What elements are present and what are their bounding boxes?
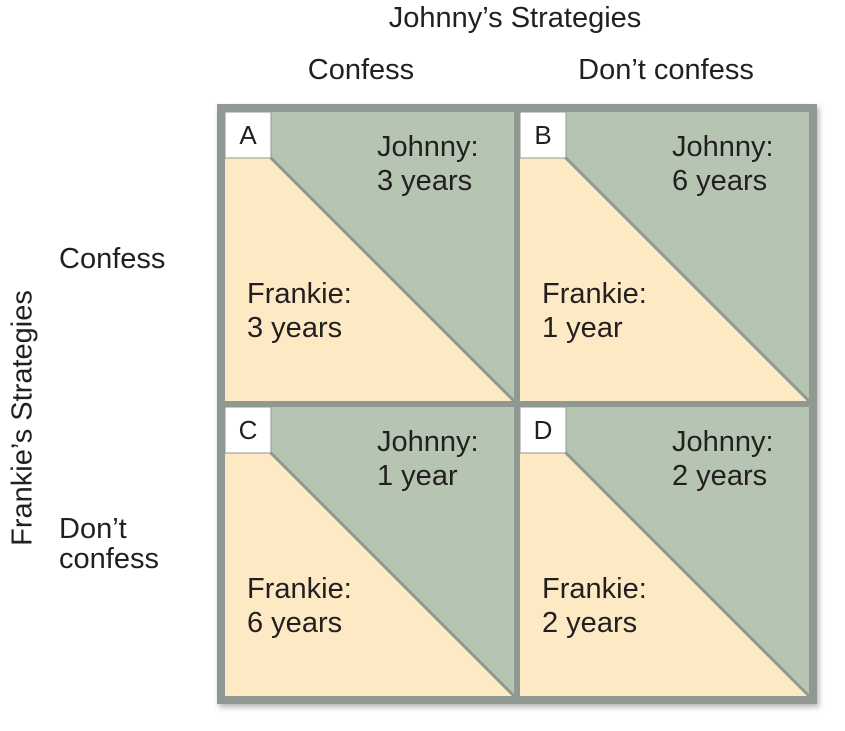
column-player-title: Johnny’s Strategies bbox=[388, 2, 642, 34]
cell-label-c: C bbox=[238, 415, 258, 445]
payoff-matrix-grid bbox=[217, 104, 817, 704]
matrix-cell-c bbox=[223, 405, 516, 698]
cell-label-box-d bbox=[519, 406, 567, 454]
diagonal-divider-d bbox=[518, 405, 811, 698]
matrix-cell-d bbox=[518, 405, 811, 698]
matrix-cell-b bbox=[518, 110, 811, 403]
cell-label-box-c bbox=[224, 406, 272, 454]
cell-label-d: D bbox=[533, 415, 553, 445]
cell-label-box-a bbox=[224, 111, 272, 159]
row-player-title: Frankie’s Strategies bbox=[6, 290, 39, 546]
column-header-dont-confess: Don’t confess bbox=[578, 54, 754, 86]
diagonal-divider-c bbox=[223, 405, 516, 698]
matrix-cell-a bbox=[223, 110, 516, 403]
diagonal-divider-a bbox=[223, 110, 516, 403]
row-header-dont-confess: Don’t confess bbox=[59, 513, 159, 576]
diagonal-divider-b bbox=[518, 110, 811, 403]
row-header-confess: Confess bbox=[59, 243, 166, 275]
cell-label-a: A bbox=[239, 120, 257, 150]
cell-label-box-b bbox=[519, 111, 567, 159]
cell-label-b: B bbox=[534, 120, 552, 150]
column-header-confess: Confess bbox=[307, 54, 415, 86]
